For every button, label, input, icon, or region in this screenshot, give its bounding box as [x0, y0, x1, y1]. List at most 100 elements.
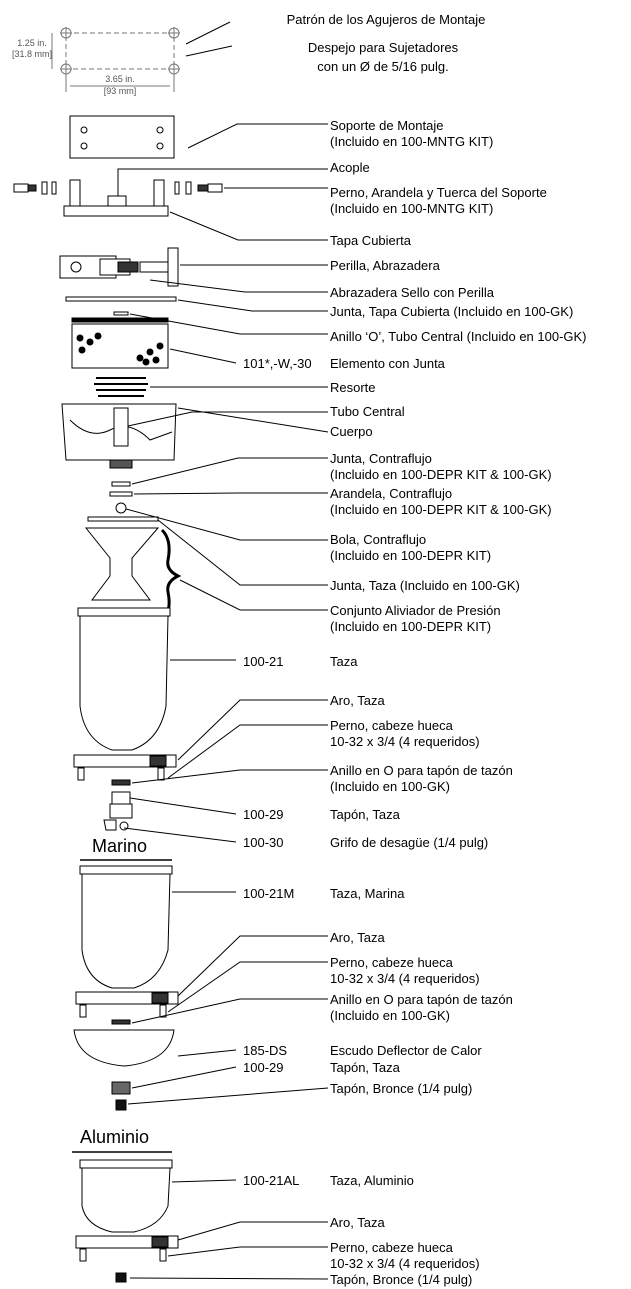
leader-line	[131, 1066, 237, 1089]
part-description: Acople	[330, 160, 370, 175]
dim-height: 1.25 in.	[17, 38, 47, 48]
part-description: Perilla, Abrazadera	[330, 258, 441, 273]
header-subtitle-2: con un Ø de 5/16 pulg.	[317, 59, 449, 74]
mounting-hole-pattern	[51, 21, 233, 92]
section-aluminum-title: Aluminio	[80, 1127, 149, 1147]
part-description: Taza	[330, 654, 358, 669]
leader-line	[129, 313, 328, 335]
part-description: Aro, Taza	[330, 693, 385, 708]
part-description: Anillo en O para tapón de tazón	[330, 992, 513, 1007]
aluminum-bowl	[75, 1159, 179, 1283]
cover-gasket	[65, 296, 177, 316]
header-title: Patrón de los Agujeros de Montaje	[287, 12, 486, 27]
part-description: Taza, Aluminio	[330, 1173, 414, 1188]
part-description: Junta, Tapa Cubierta (Incluido en 100-GK…	[330, 304, 573, 319]
part-description: Perno, Arandela y Tuerca del Soporte	[330, 185, 547, 200]
part-description: Junta, Taza (Incluido en 100-GK)	[330, 578, 520, 593]
leader-line	[117, 168, 328, 196]
part-description: (Incluido en 100-GK)	[330, 1008, 450, 1023]
leader-line	[187, 123, 328, 149]
leader-line	[127, 411, 328, 427]
part-description: Tapón, Taza	[330, 1060, 401, 1075]
section-marine-title: Marino	[92, 836, 147, 856]
leader-line	[129, 797, 237, 815]
leader-line	[167, 1246, 328, 1257]
part-number: 100-30	[243, 835, 283, 850]
part-description: Abrazadera Sello con Perilla	[330, 285, 495, 300]
leader-line	[169, 348, 237, 364]
part-description: Taza, Marina	[330, 886, 405, 901]
leader-line	[167, 961, 328, 1013]
leader-line	[127, 1087, 329, 1105]
part-description: (Incluido en 100-MNTG KIT)	[330, 134, 493, 149]
bowl	[73, 607, 177, 786]
header-subtitle-1: Despejo para Sujetadores	[308, 40, 459, 55]
part-description: 10-32 x 3/4 (4 requeridos)	[330, 734, 480, 749]
leader-line	[123, 827, 237, 843]
drain-cock	[103, 791, 133, 831]
part-number: 101*,-W,-30	[243, 356, 312, 371]
leader-line	[179, 579, 328, 611]
leader-line	[177, 1221, 328, 1241]
backflow-parts	[87, 481, 159, 522]
part-description: Conjunto Aliviador de Presión	[330, 603, 501, 618]
part-description: (Incluido en 100-DEPR KIT)	[330, 619, 491, 634]
leader-line	[149, 279, 328, 293]
part-description: Tubo Central	[330, 404, 405, 419]
part-description: (Incluido en 100-DEPR KIT & 100-GK)	[330, 467, 552, 482]
part-description: (Incluido en 100-DEPR KIT)	[330, 548, 491, 563]
part-description: Aro, Taza	[330, 1215, 385, 1230]
part-description: Junta, Contraflujo	[330, 451, 432, 466]
leader-line	[177, 407, 329, 433]
leader-line	[177, 299, 328, 312]
part-description: Anillo ‘O’, Tubo Central (Incluido en 10…	[330, 329, 587, 344]
part-description: (Incluido en 100-MNTG KIT)	[330, 201, 493, 216]
part-description: Anillo en O para tapón de tazón	[330, 763, 513, 778]
leader-line	[167, 724, 328, 779]
leader-line	[131, 457, 328, 485]
leader-line	[131, 998, 328, 1024]
part-description: Soporte de Montaje	[330, 118, 443, 133]
leader-line	[125, 508, 328, 541]
bracket-bolt-set	[13, 181, 223, 195]
part-description: Tapa Cubierta	[330, 233, 412, 248]
part-number: 100-21AL	[243, 1173, 299, 1188]
part-description: Perno, cabeze hueca	[330, 955, 454, 970]
part-number: 100-21	[243, 654, 283, 669]
leader-line	[177, 935, 328, 997]
part-number: 100-29	[243, 807, 283, 822]
marine-bowl	[73, 865, 179, 1111]
dim-width: 3.65 in.	[105, 74, 135, 84]
leader-line	[171, 1179, 237, 1183]
pressure-relief-assembly	[84, 527, 182, 622]
part-description: Elemento con Junta	[330, 356, 446, 371]
part-description: Tapón, Taza	[330, 807, 401, 822]
part-description: Perno, cabeze hueca	[330, 718, 454, 733]
leader-lines	[117, 123, 329, 1280]
part-description: Grifo de desagüe (1/4 pulg)	[330, 835, 488, 850]
filter-element	[71, 317, 169, 369]
part-number: 185-DS	[243, 1043, 287, 1058]
callout-labels: Soporte de Montaje(Incluido en 100-MNTG …	[243, 118, 587, 1287]
part-description: (Incluido en 100-DEPR KIT & 100-GK)	[330, 502, 552, 517]
part-description: 10-32 x 3/4 (4 requeridos)	[330, 1256, 480, 1271]
leader-line	[169, 211, 328, 241]
dim-height-mm: [31.8 mm]	[12, 49, 52, 59]
part-description: (Incluido en 100-GK)	[330, 779, 450, 794]
part-description: Arandela, Contraflujo	[330, 486, 452, 501]
part-number: 100-21M	[243, 886, 294, 901]
leader-line	[177, 1049, 237, 1057]
leader-line	[133, 492, 328, 495]
leader-line	[131, 769, 328, 784]
part-description: Perno, cabeze hueca	[330, 1240, 454, 1255]
clamp-knob	[59, 247, 179, 287]
leader-line	[129, 1277, 329, 1280]
part-description: Bola, Contraflujo	[330, 532, 426, 547]
part-description: Resorte	[330, 380, 376, 395]
part-number: 100-29	[243, 1060, 283, 1075]
body	[61, 403, 177, 469]
part-description: Escudo Deflector de Calor	[330, 1043, 482, 1058]
part-description: Cuerpo	[330, 424, 373, 439]
part-description: Tapón, Bronce (1/4 pulg)	[330, 1272, 472, 1287]
